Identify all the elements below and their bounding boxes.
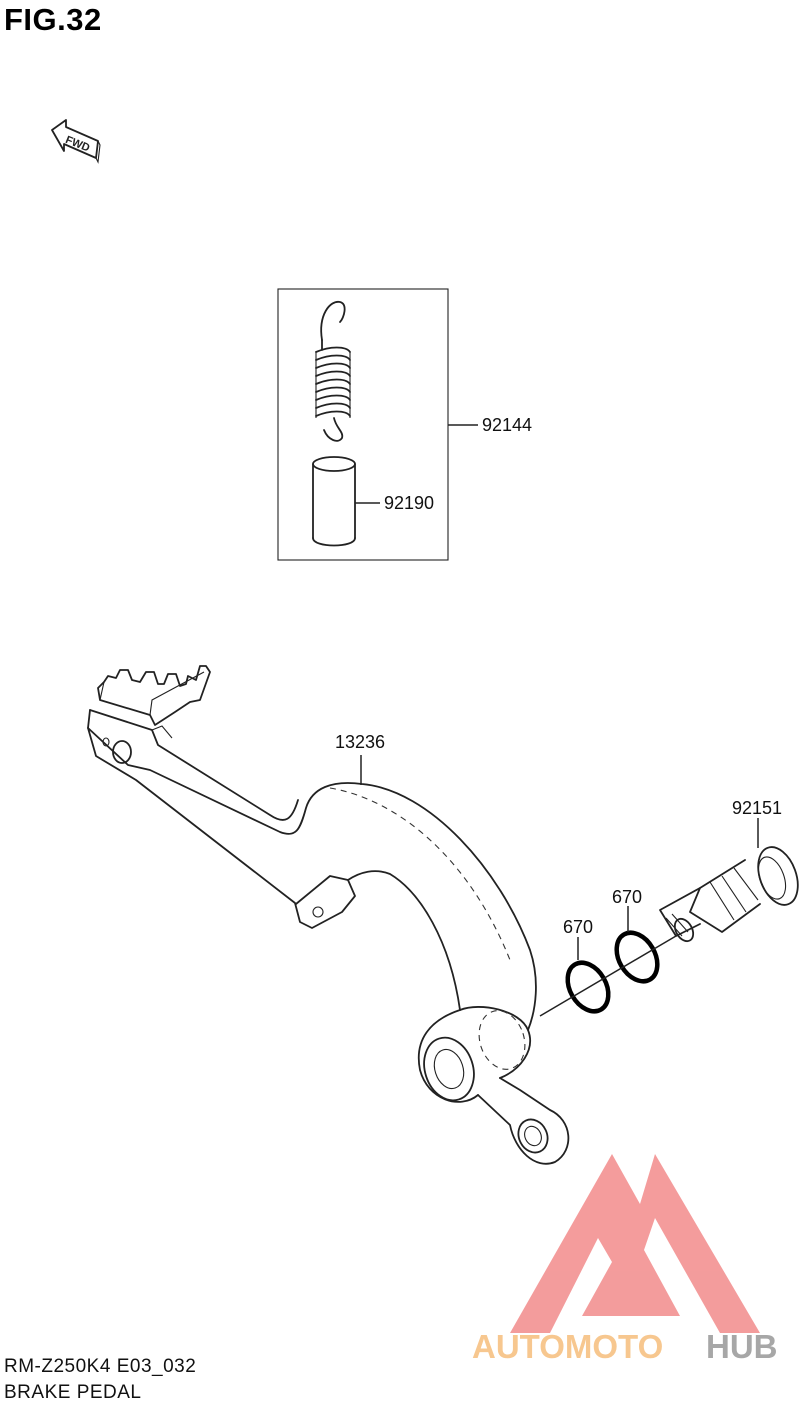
watermark-text-hub: HUB — [706, 1328, 778, 1365]
brake-pedal-part — [87, 665, 570, 1165]
sleeve-part — [312, 456, 356, 547]
callout-670-left: 670 — [563, 917, 593, 937]
assembly-axis — [539, 935, 677, 1017]
pivot-shaft-part — [659, 846, 799, 943]
spring-part — [315, 301, 351, 442]
callout-92144: 92144 — [482, 415, 532, 435]
footer-name: BRAKE PEDAL — [4, 1382, 142, 1403]
callout-670-right: 670 — [612, 887, 642, 907]
callout-13236: 13236 — [335, 732, 385, 752]
callout-92190: 92190 — [384, 493, 434, 513]
footer-code: RM-Z250K4 E03_032 — [4, 1356, 197, 1377]
fwd-arrow-icon: FWD — [51, 119, 101, 164]
watermark-logo: AUTOMOTO HUB — [472, 1154, 778, 1365]
kit-box — [277, 288, 449, 561]
watermark-text-automoto: AUTOMOTO — [472, 1328, 663, 1365]
figure-title: FIG.32 — [4, 2, 102, 37]
callout-92151: 92151 — [732, 798, 782, 818]
o-ring-right — [614, 930, 660, 984]
